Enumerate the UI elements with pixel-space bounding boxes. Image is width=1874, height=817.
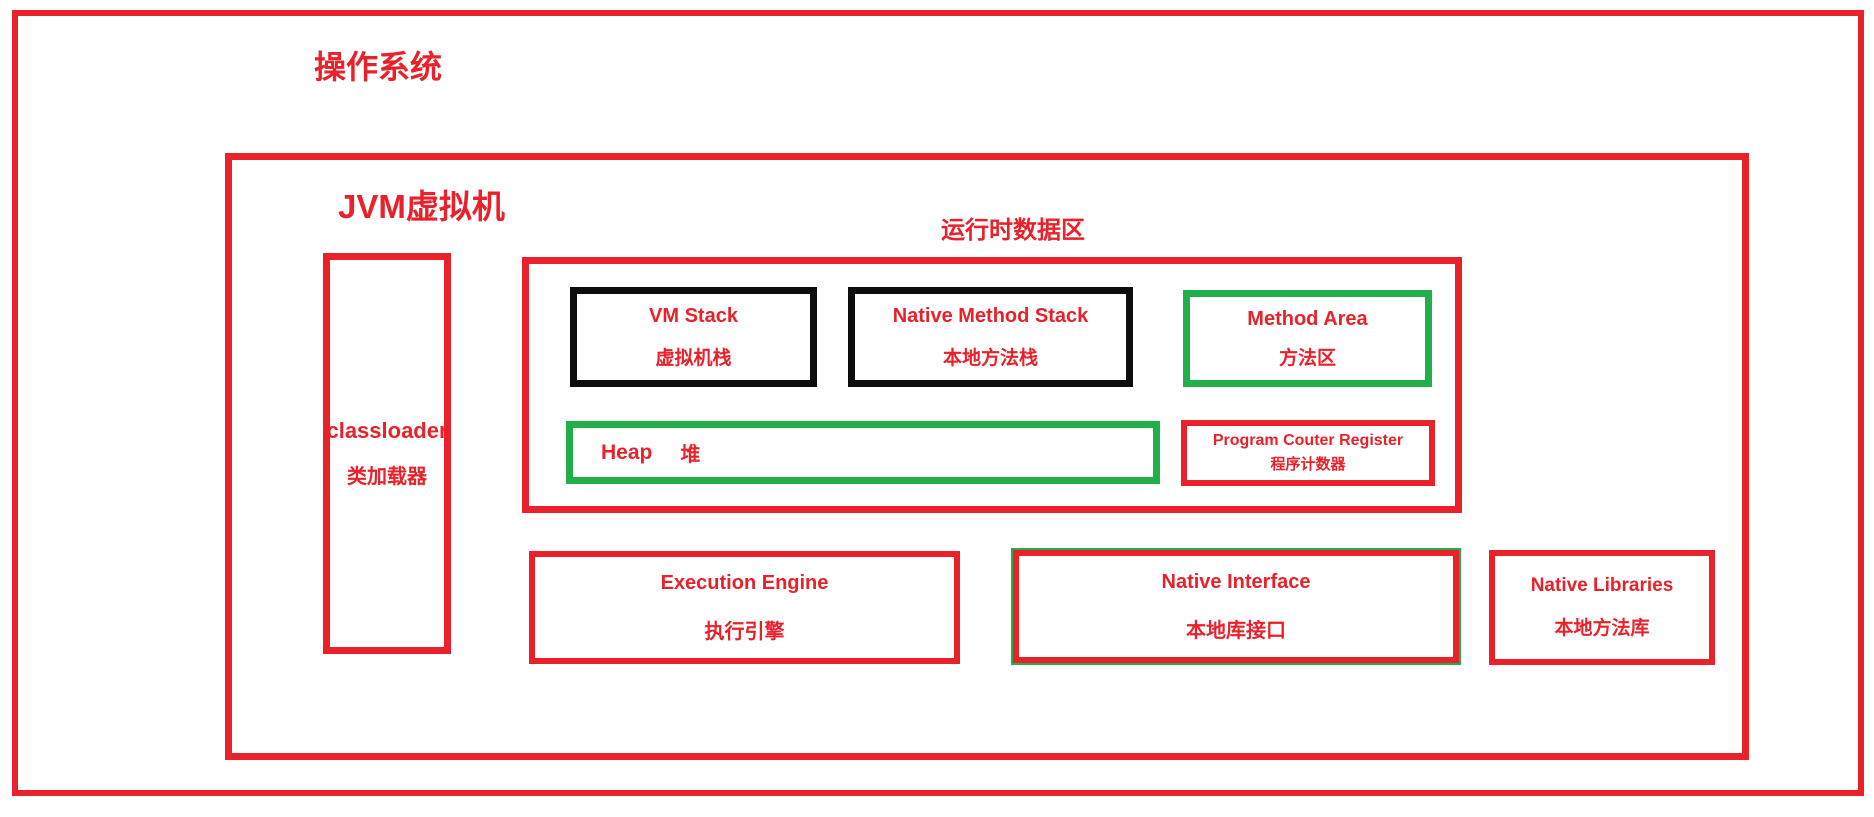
native-method-stack-box: Native Method Stack 本地方法栈 — [848, 287, 1133, 387]
native-method-stack-label-zh: 本地方法栈 — [942, 347, 1038, 369]
native-libraries-box: Native Libraries 本地方法库 — [1489, 550, 1715, 665]
pc-register-box: Program Couter Register 程序计数器 — [1181, 420, 1435, 486]
native-interface-label-en: Native Interface — [1161, 570, 1311, 593]
execution-engine-label-zh: 执行引擎 — [704, 620, 785, 643]
heap-label-zh: 堆 — [680, 444, 701, 466]
method-area-label-en: Method Area — [1247, 307, 1368, 330]
method-area-label-zh: 方法区 — [1278, 347, 1336, 369]
runtime-area-title: 运行时数据区 — [941, 217, 1085, 244]
pc-register-label-zh: 程序计数器 — [1270, 456, 1346, 473]
native-method-stack-label-en: Native Method Stack — [892, 304, 1089, 327]
classloader-label-en: classloader — [326, 418, 448, 443]
native-libraries-label-zh: 本地方法库 — [1554, 618, 1650, 639]
heap-box: Heap 堆 — [566, 421, 1160, 484]
vm-stack-label-en: VM Stack — [649, 304, 738, 327]
native-interface-box: Native Interface 本地库接口 — [1011, 548, 1461, 665]
native-libraries-label-en: Native Libraries — [1530, 575, 1674, 596]
execution-engine-box: Execution Engine 执行引擎 — [529, 551, 960, 664]
execution-engine-label-en: Execution Engine — [660, 571, 829, 594]
method-area-box: Method Area 方法区 — [1183, 290, 1432, 387]
pc-register-label-en: Program Couter Register — [1212, 432, 1404, 449]
os-title: 操作系统 — [314, 49, 443, 85]
vm-stack-box: VM Stack 虚拟机栈 — [570, 287, 817, 387]
native-interface-label-zh: 本地库接口 — [1186, 619, 1286, 642]
classloader-label-zh: 类加载器 — [347, 466, 427, 488]
jvm-title: JVM虚拟机 — [338, 188, 505, 225]
vm-stack-label-zh: 虚拟机栈 — [655, 347, 732, 369]
classloader-box: classloader 类加载器 — [323, 253, 451, 654]
heap-label-en: Heap — [601, 440, 653, 464]
